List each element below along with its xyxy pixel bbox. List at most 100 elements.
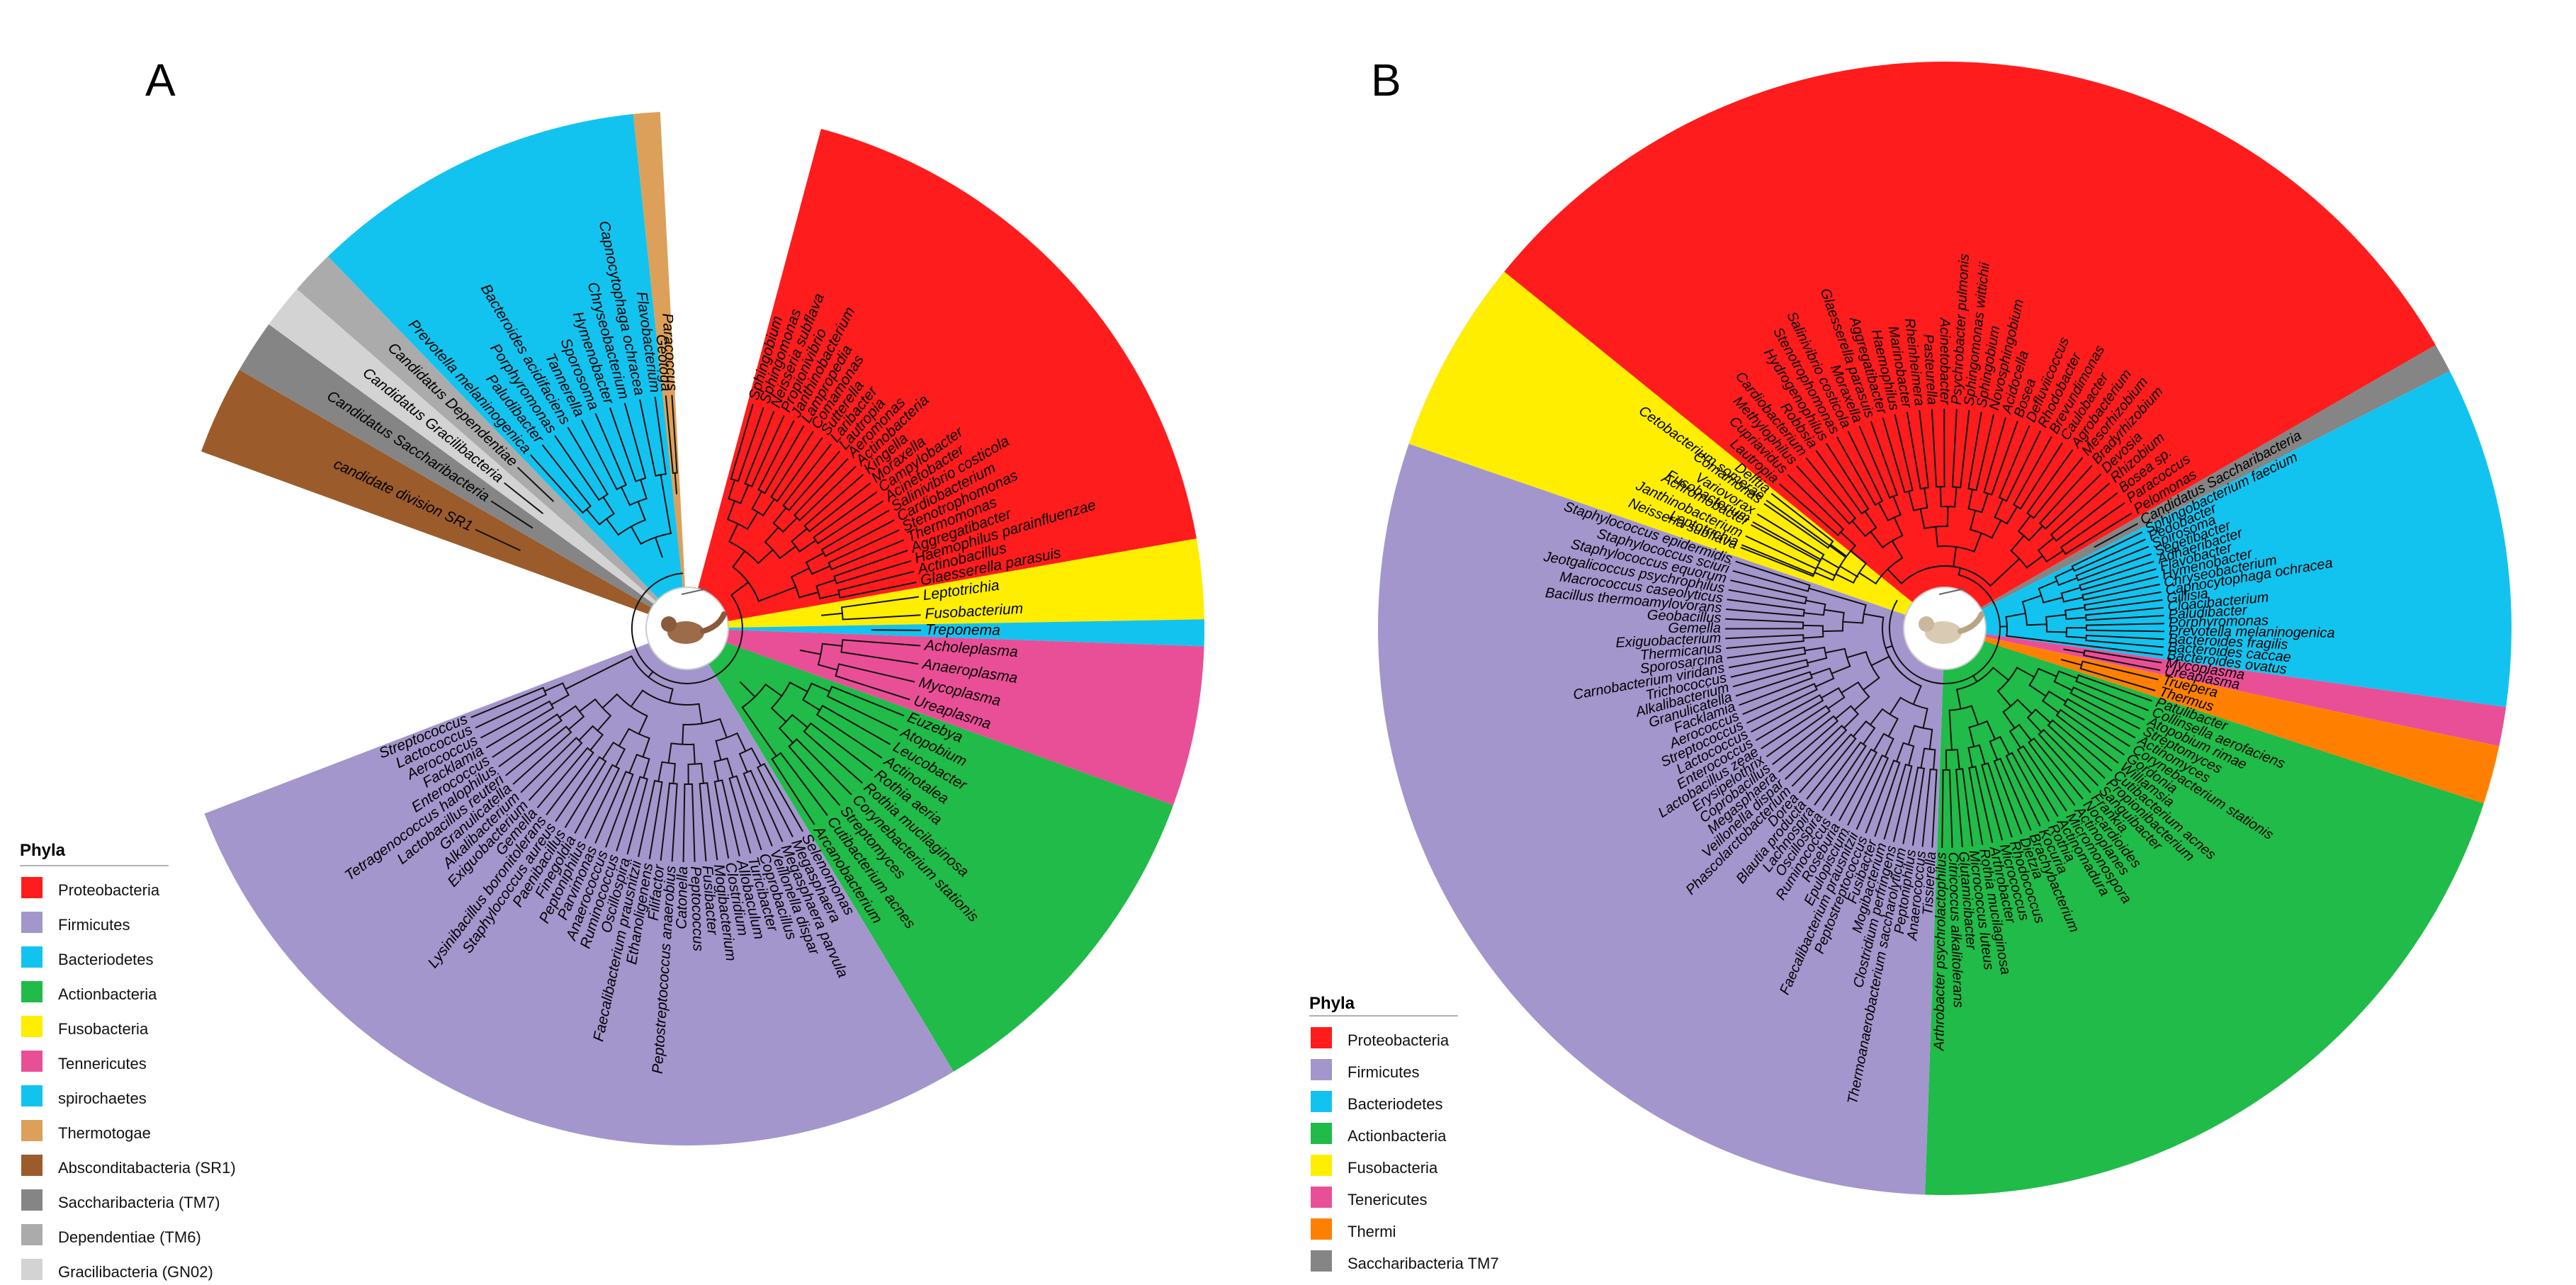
- legend-label-saccharibacteria-tm7: Saccharibacteria TM7: [1348, 1255, 1499, 1272]
- leaf-branch: [1728, 657, 1778, 669]
- leaf-branch: [1996, 417, 2007, 446]
- sector-proteobacteria: [687, 128, 1197, 628]
- internal-branch: [1993, 757, 2019, 801]
- leaf-branch: [626, 791, 645, 855]
- internal-branch: [586, 497, 615, 526]
- legend-label-proteobacteria: Proteobacteria: [58, 881, 160, 899]
- internal-branch: [2085, 623, 2136, 632]
- leaf-branch: [1751, 714, 1784, 733]
- leaf-branch: [1814, 781, 1833, 806]
- leaf-branch: [498, 736, 539, 768]
- legend-swatch-dependentiae-tm6: [21, 1224, 43, 1245]
- leaf-branch: [844, 560, 912, 582]
- legend-label-firmicutes: Firmicutes: [58, 916, 130, 934]
- leaf-branch: [1806, 755, 1842, 800]
- taxon-label-catonella: Catonella: [674, 866, 691, 929]
- leaf-branch: [866, 614, 921, 619]
- internal-branch: [519, 713, 563, 740]
- internal-branch: [1908, 487, 1928, 511]
- leaf-branch: [1761, 710, 1819, 749]
- internal-branch: [1783, 694, 1824, 715]
- leaf-branch: [2017, 800, 2032, 831]
- leaf-branch: [546, 764, 584, 816]
- leaf-branch: [1998, 421, 2018, 475]
- leaf-branch: [505, 733, 558, 776]
- leaf-branch: [2094, 591, 2162, 604]
- sector-saccharibacteria-tm7: [239, 324, 687, 628]
- leaf-branch: [1826, 443, 1860, 496]
- leaf-branch: [1739, 694, 1768, 706]
- sector-actionbacteria: [1925, 628, 2484, 1195]
- internal-branch: [802, 682, 830, 711]
- sector-bacteriodetes: [327, 114, 687, 628]
- leaf-branch: [605, 816, 618, 848]
- internal-branch: [1804, 646, 1828, 664]
- panel-b-tree: Neisseria subflavaJanthinobacteriumAchro…: [1378, 61, 2512, 1195]
- legend-swatch-bacteriodetes: [1311, 1091, 1332, 1112]
- leaf-branch: [810, 465, 857, 510]
- legend-swatch-spirochaetes: [21, 1085, 43, 1106]
- leaf-branch: [480, 717, 519, 739]
- leaf-branch: [1791, 739, 1838, 787]
- legend-swatch-firmicutes: [21, 912, 43, 933]
- internal-branch: [1951, 446, 1966, 489]
- legend-swatch-proteobacteria: [1311, 1027, 1332, 1048]
- leaf-branch: [828, 474, 864, 505]
- legend-swatch-gracilibacteria-gn02: [21, 1259, 43, 1280]
- legend-label-dependentiae-tm6: Dependentiae (TM6): [58, 1228, 201, 1246]
- internal-branch: [2085, 634, 2125, 645]
- leaf-branch: [671, 395, 677, 450]
- internal-branch: [519, 686, 548, 699]
- taxon-label-peptococcus: Peptococcus: [687, 866, 706, 951]
- internal-branch: [2038, 728, 2074, 761]
- internal-branch: [1955, 768, 1965, 802]
- leaf-branch: [849, 539, 904, 563]
- panel-a-letter: A: [145, 55, 176, 106]
- leaf-branch: [567, 426, 601, 484]
- leaf-branch: [2037, 782, 2059, 817]
- internal-branch: [2075, 560, 2113, 582]
- leaf-branch: [2067, 492, 2118, 533]
- taxon-label-treponema: Treponema: [925, 621, 1000, 638]
- leaf-branch: [725, 799, 740, 856]
- internal-branch: [631, 776, 648, 805]
- leaf-branch: [1727, 599, 1790, 608]
- leaf-branch: [1725, 618, 1779, 622]
- leaf-branch: [1787, 474, 1819, 505]
- leaf-branch: [757, 415, 785, 475]
- internal-branch: [1969, 510, 2002, 539]
- clade-stem: [739, 681, 756, 698]
- panel-b-legend: Phyla ProteobacteriaFirmicutesBacteriode…: [1309, 994, 1499, 1272]
- taxon-label-prevotella-melaninogenica: Prevotella melaninogenica: [2169, 623, 2335, 641]
- clade-stem: [1958, 567, 1961, 575]
- internal-branch: [1800, 705, 1831, 732]
- internal-branch: [1835, 550, 1868, 584]
- leaf-branch: [2076, 720, 2125, 756]
- internal-branch: [1863, 613, 1903, 675]
- internal-branch: [1785, 682, 1818, 697]
- taxon-label-acinetobacter: Acinetobacter: [1937, 317, 1953, 406]
- leaf-branch: [1728, 589, 1775, 599]
- leaf-branch: [1921, 792, 1929, 847]
- internal-branch: [1892, 763, 1913, 809]
- internal-branch: [738, 747, 762, 773]
- leaf-branch: [1883, 808, 1894, 840]
- internal-branch: [565, 655, 674, 703]
- clade-stem: [648, 671, 654, 678]
- leaf-branch: [1735, 560, 1775, 574]
- leaf-branch: [490, 500, 516, 517]
- internal-branch: [548, 475, 592, 514]
- internal-branch: [2064, 606, 2086, 620]
- legend-label-tennericutes: Tennericutes: [58, 1055, 147, 1072]
- leaf-branch: [536, 771, 568, 809]
- leaf-branch: [745, 804, 762, 851]
- internal-branch: [728, 480, 750, 504]
- leaf-branch: [1766, 499, 1798, 523]
- internal-branch: [1945, 749, 1960, 771]
- leaf-branch: [528, 778, 550, 801]
- internal-branch: [815, 579, 840, 599]
- internal-branch: [1760, 646, 1807, 660]
- leaf-branch: [638, 818, 648, 857]
- internal-branch: [837, 583, 881, 599]
